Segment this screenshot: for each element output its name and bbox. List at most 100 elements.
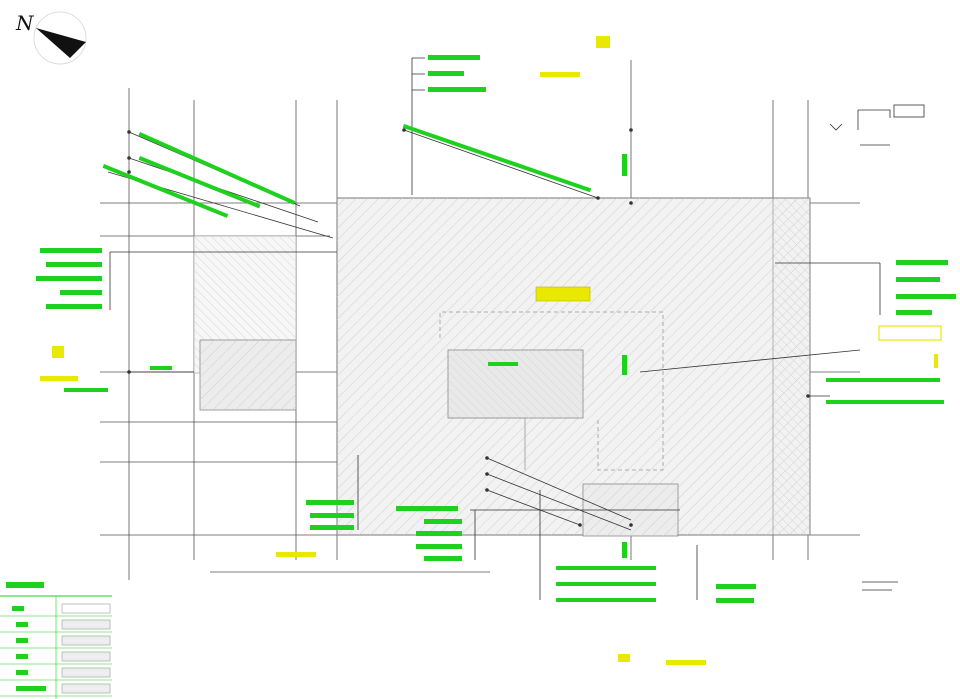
annotation-right-6 [826, 400, 944, 404]
leader-h-6 [639, 349, 861, 373]
annotation-bc-8 [556, 598, 656, 602]
legend-row-label-mark [16, 638, 28, 643]
dashed-outline [439, 311, 664, 471]
legend-row-swatch [61, 651, 111, 662]
yellow-tag-bottom-symbol [618, 654, 630, 662]
annotation-top-2 [428, 71, 464, 76]
tick-dot-13 [806, 394, 810, 398]
yellow-tag-right [878, 325, 942, 341]
yellow-tag-left [40, 376, 78, 381]
annotation-top-1 [428, 55, 480, 60]
misc-symbols [829, 104, 925, 591]
annotation-vert-2 [622, 355, 627, 375]
annotation-bc-2 [424, 519, 462, 524]
symbol-box-top-right [893, 104, 925, 118]
leader-diag-7 [486, 489, 581, 526]
annotation-left-1 [40, 248, 102, 253]
yellow-tag-top-symbol [596, 36, 610, 48]
annotation-diag-2 [138, 155, 261, 209]
north-symbol: N [15, 11, 35, 35]
legend-row-label-mark [16, 686, 46, 691]
tick-dot-4 [402, 128, 406, 132]
site-strip-right [772, 197, 811, 536]
leader-diag-6 [486, 473, 632, 531]
annotation-right-2 [896, 277, 940, 282]
annotation-left-3 [36, 276, 102, 281]
tick-dot-3 [127, 170, 131, 174]
annotation-right-1 [896, 260, 948, 265]
annotation-vert-1 [622, 154, 627, 176]
tick-dot-5 [629, 128, 633, 132]
bracket-leaders [109, 57, 891, 600]
annotation-bl-3 [310, 525, 354, 530]
legend-title-bar [6, 582, 44, 588]
legend-row-label-mark [16, 622, 28, 627]
annotation-diag-1 [138, 131, 296, 205]
legend-rows [0, 596, 112, 699]
annotation-top-3 [428, 87, 486, 92]
annotation-bc-7 [556, 582, 656, 586]
tick-dot-8 [485, 456, 489, 460]
building-center-hatch [448, 350, 583, 418]
yellow-tag-bottom [276, 552, 316, 557]
annotation-right-3 [896, 294, 956, 299]
tick-dot-11 [629, 523, 633, 527]
legend-row-label-mark [16, 670, 28, 675]
tick-dot-14 [127, 370, 131, 374]
tick-dot-10 [485, 488, 489, 492]
annotation-right-4 [896, 310, 932, 315]
tick-dot-12 [578, 523, 582, 527]
annotation-left-7 [150, 366, 172, 370]
north-arrow: N [15, 11, 87, 65]
annotation-bl-1 [306, 500, 354, 505]
yellow-tag-right-bar [934, 354, 938, 368]
legend-row-swatch [61, 635, 111, 646]
legend-row-swatch [61, 683, 111, 694]
legend-row-label-mark [12, 606, 24, 611]
annotation-left-4 [60, 290, 102, 295]
annotation-bc-5 [424, 556, 462, 561]
north-arrow-circle [33, 11, 87, 65]
legend-row-swatch [61, 603, 111, 614]
yellow-tags [40, 36, 942, 665]
tick-dot-1 [127, 130, 131, 134]
annotation-left-5 [46, 304, 102, 309]
bracket-top-right [857, 109, 891, 146]
tick-dot-9 [485, 472, 489, 476]
annotation-bl-2 [310, 513, 354, 518]
annotation-bc-1 [396, 506, 458, 511]
legend-row-swatch [61, 619, 111, 630]
annotation-right-5 [826, 378, 940, 382]
annotation-diag-4 [402, 123, 592, 193]
annotation-br-2 [716, 598, 754, 603]
legend-row-label-mark [16, 654, 28, 659]
annotation-left-2 [46, 262, 102, 267]
green-annotations [36, 55, 956, 603]
north-arrow-pointer-icon [36, 28, 86, 58]
tick-dot-6 [596, 196, 600, 200]
horizontal-leaders [110, 251, 880, 511]
annotation-diag-3 [102, 164, 229, 218]
annotation-center-1 [488, 362, 518, 366]
tick-dot-2 [127, 156, 131, 160]
bracket-top-center-ticks [412, 57, 425, 91]
legend-row-swatch [61, 667, 111, 678]
annotation-left-6 [64, 388, 108, 392]
annotation-bc-3 [416, 531, 462, 536]
yellow-tag-bottom-2 [666, 660, 706, 665]
leader-diag-4 [403, 129, 599, 199]
legend [0, 582, 112, 699]
building-left-hatch [200, 340, 296, 410]
yellow-tag-left-symbol [52, 346, 64, 358]
annotation-br-1 [716, 584, 756, 589]
tick-marks [127, 128, 810, 527]
annotation-bc-6 [556, 566, 656, 570]
annotation-vert-3 [622, 542, 627, 558]
step-outline [448, 417, 526, 470]
yellow-tag-center [535, 286, 591, 302]
yellow-tag-top [540, 72, 580, 77]
chevron-down-icon [829, 123, 843, 131]
tick-dot-7 [629, 201, 633, 205]
